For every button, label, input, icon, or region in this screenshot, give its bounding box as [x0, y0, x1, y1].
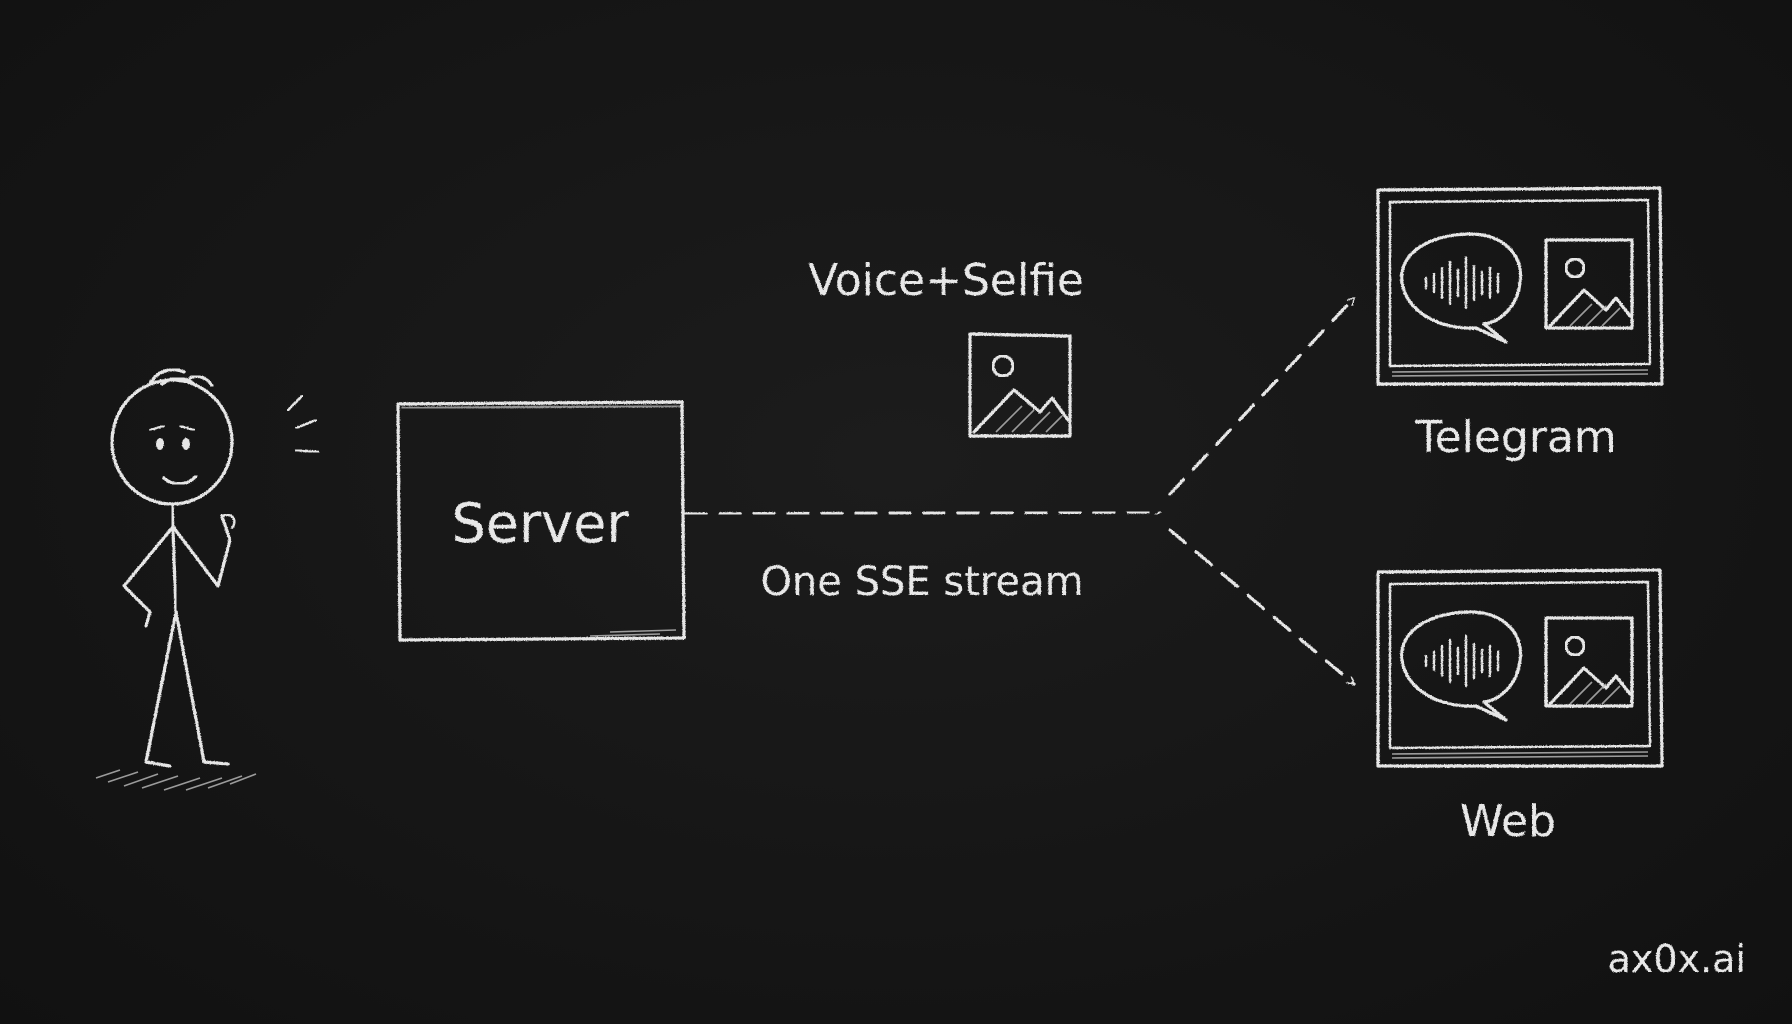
ground-shadow	[95, 769, 257, 791]
telegram-label: Telegram	[1414, 412, 1617, 463]
voice-message-bubble-icon	[1400, 610, 1523, 722]
payload-label: Voice+Selfie	[808, 255, 1084, 306]
voice-message-bubble-icon	[1400, 232, 1523, 344]
server-label: Server	[451, 492, 629, 555]
telegram-client: Telegram	[1376, 186, 1664, 463]
speaking-marks	[286, 394, 320, 454]
sound-wave-icon	[790, 332, 940, 452]
sse-stream-arrow: One SSE stream	[684, 507, 1162, 605]
payload-group: Voice+Selfie	[790, 255, 1084, 452]
fanout-arrow-web	[1168, 528, 1356, 686]
web-label: Web	[1460, 796, 1556, 847]
web-client: Web	[1376, 568, 1664, 847]
watermark: ax0x.ai	[1608, 937, 1746, 981]
server-node: Server	[396, 400, 686, 642]
user-stick-figure	[95, 368, 257, 791]
fanout-arrow-telegram	[1168, 296, 1356, 496]
sse-stream-label: One SSE stream	[760, 559, 1083, 605]
image-icon	[1544, 238, 1634, 330]
image-icon	[968, 332, 1072, 438]
image-icon	[1544, 616, 1634, 708]
